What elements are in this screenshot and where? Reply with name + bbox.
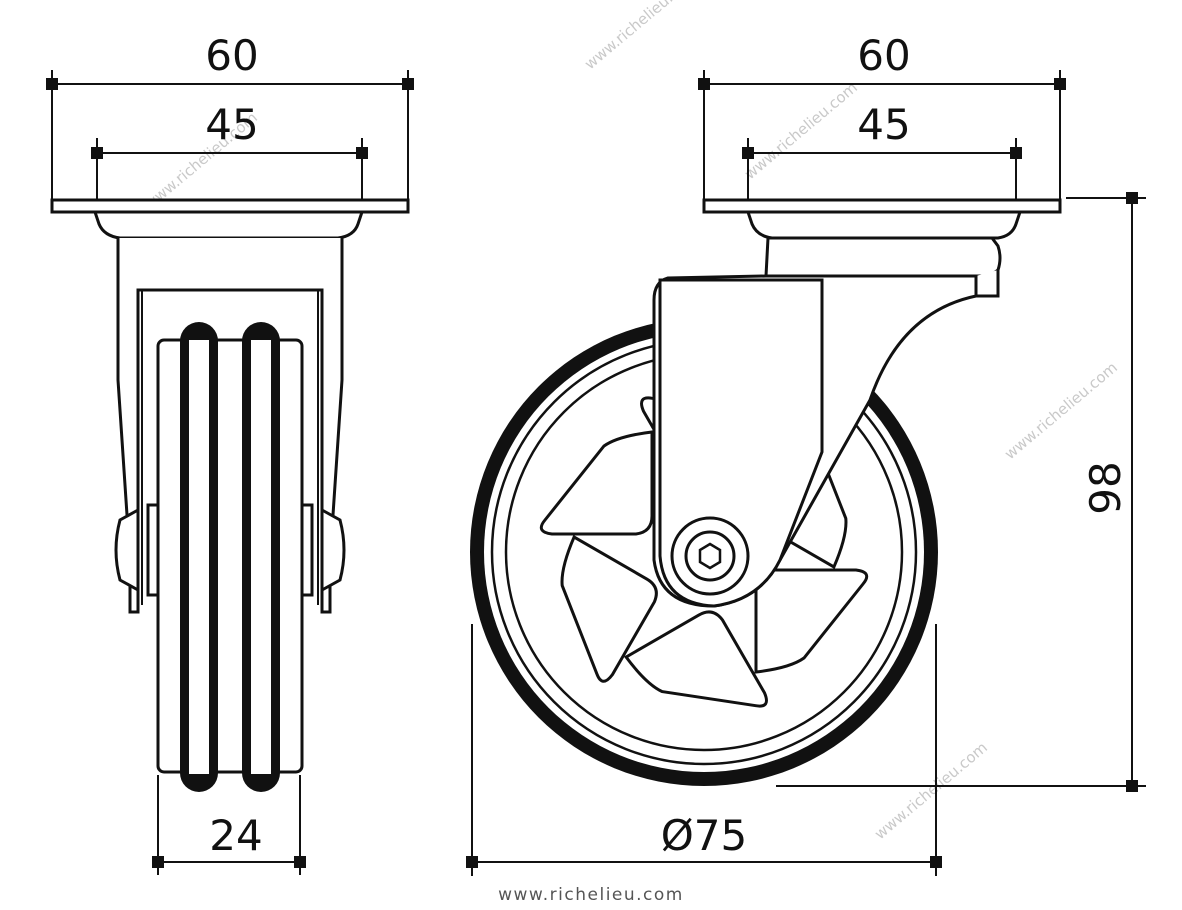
- dim-label-wheel-width: 24: [209, 811, 262, 860]
- dim-label-wheel-diameter: Ø75: [661, 811, 748, 860]
- dim-tick: [152, 856, 164, 868]
- plate-boss: [745, 210, 1023, 240]
- watermark-text: www.richelieu.com: [871, 738, 991, 843]
- spoke-cutout: [560, 534, 658, 683]
- dim-tick: [356, 147, 368, 159]
- mounting-plate: [702, 198, 1062, 214]
- dim-label-bolt-spacing: 45: [857, 100, 910, 149]
- side-view-dimensions: 60 45 98 Ø75: [466, 31, 1146, 876]
- watermark-text: www.richelieu.com: [741, 78, 861, 183]
- wheel-hub: [156, 338, 304, 774]
- tire-band-right-inner: [251, 340, 271, 774]
- dim-label-overall-height: 98: [1081, 461, 1130, 514]
- dim-tick: [742, 147, 754, 159]
- tire-band-left-inner: [189, 340, 209, 774]
- front-view-dimensions: 60 45 24: [46, 31, 414, 875]
- footer-website: www.richelieu.com: [498, 885, 684, 905]
- fork-inner-line: [141, 290, 319, 605]
- side-view: [470, 198, 1062, 786]
- mounting-plate: [50, 198, 410, 214]
- axle-nut-right: [320, 507, 346, 593]
- axle-hex-icon: [698, 542, 722, 570]
- dim-tick: [466, 856, 478, 868]
- watermark-text: www.richelieu.com: [581, 0, 701, 73]
- dim-tick: [1054, 78, 1066, 90]
- dim-label-plate-width: 60: [205, 31, 258, 80]
- spoke-cutout: [539, 430, 654, 536]
- dim-tick: [91, 147, 103, 159]
- dim-tick: [930, 856, 942, 868]
- dim-tick: [698, 78, 710, 90]
- dim-tick: [402, 78, 414, 90]
- dim-label-plate-width: 60: [857, 31, 910, 80]
- axle-nut-left: [114, 507, 140, 593]
- dim-tick: [1126, 192, 1138, 204]
- watermark-text: www.richelieu.com: [1001, 358, 1121, 463]
- dim-tick: [1010, 147, 1022, 159]
- dim-label-bolt-spacing: 45: [205, 100, 258, 149]
- plate-boss: [92, 210, 365, 240]
- spoke-cutout: [623, 610, 768, 708]
- front-view: [50, 198, 410, 792]
- dim-tick: [46, 78, 58, 90]
- dim-tick: [294, 856, 306, 868]
- dim-tick: [1126, 780, 1138, 792]
- swivel-housing: [764, 236, 1002, 278]
